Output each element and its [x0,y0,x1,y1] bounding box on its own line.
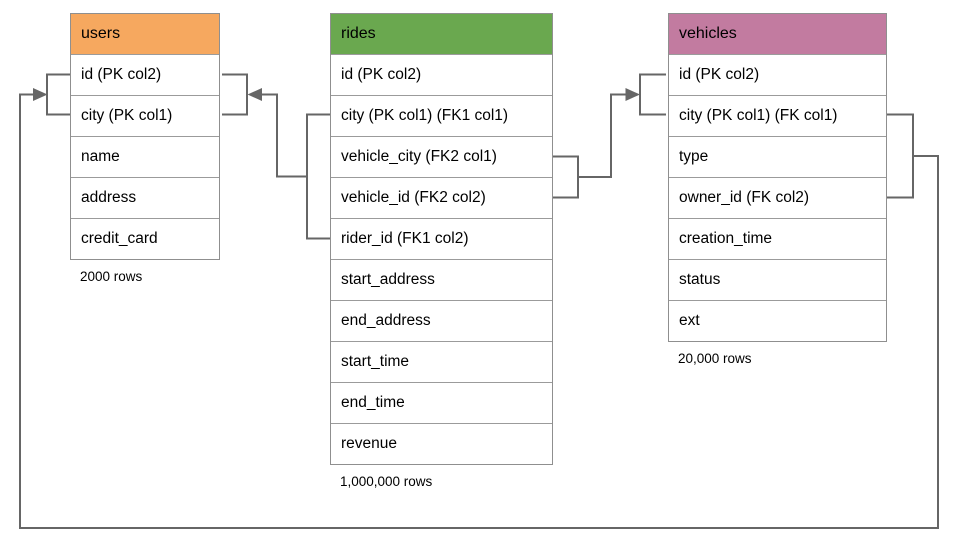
table-row: vehicle_city (FK2 col1) [331,136,552,177]
table-row: start_time [331,341,552,382]
table-row: vehicle_id (FK2 col2) [331,177,552,218]
arrow-right-icon [625,88,640,101]
table-row: creation_time [669,218,886,259]
rides-left-key-bracket [306,113,332,240]
table-rides: rides id (PK col2) city (PK col1) (FK1 c… [330,13,553,489]
table-users: users id (PK col2) city (PK col1) name a… [70,13,220,284]
table-row: end_time [331,382,552,423]
table-row: end_address [331,300,552,341]
table-users-header: users [71,14,219,54]
table-row: city (PK col1) [71,95,219,136]
vehicles-to-users-connector-line [19,93,939,529]
table-vehicles-rowcount: 20,000 rows [678,351,752,366]
table-users-box: users id (PK col2) city (PK col1) name a… [70,13,220,260]
table-row: type [669,136,886,177]
table-row: name [71,136,219,177]
table-vehicles-header: vehicles [669,14,886,54]
table-vehicles-box: vehicles id (PK col2) city (PK col1) (FK… [668,13,887,342]
vehicles-right-key-bracket [885,113,914,199]
table-vehicles: vehicles id (PK col2) city (PK col1) (FK… [668,13,887,366]
table-rides-box: rides id (PK col2) city (PK col1) (FK1 c… [330,13,553,465]
table-row: revenue [331,423,552,464]
table-row: status [669,259,886,300]
table-row: city (PK col1) (FK col1) [669,95,886,136]
table-row: id (PK col2) [331,54,552,95]
rides-right-key-bracket [551,155,579,199]
table-row: city (PK col1) (FK1 col1) [331,95,552,136]
table-row: id (PK col2) [71,54,219,95]
table-row: id (PK col2) [669,54,886,95]
table-row: rider_id (FK1 col2) [331,218,552,259]
vehicles-left-key-bracket [639,73,666,116]
arrow-left-icon [247,88,262,101]
table-row: start_address [331,259,552,300]
table-row: address [71,177,219,218]
users-right-key-bracket [222,73,248,116]
table-row: credit_card [71,218,219,259]
table-users-rowcount: 2000 rows [80,269,143,284]
users-left-key-bracket [46,73,72,116]
rides-to-users-connector-line [260,93,307,178]
table-row: owner_id (FK col2) [669,177,886,218]
table-rides-header: rides [331,14,552,54]
table-rides-rowcount: 1,000,000 rows [340,474,433,489]
rides-to-vehicles-connector-line [578,93,627,178]
table-row: ext [669,300,886,341]
arrow-right-icon [33,88,48,101]
